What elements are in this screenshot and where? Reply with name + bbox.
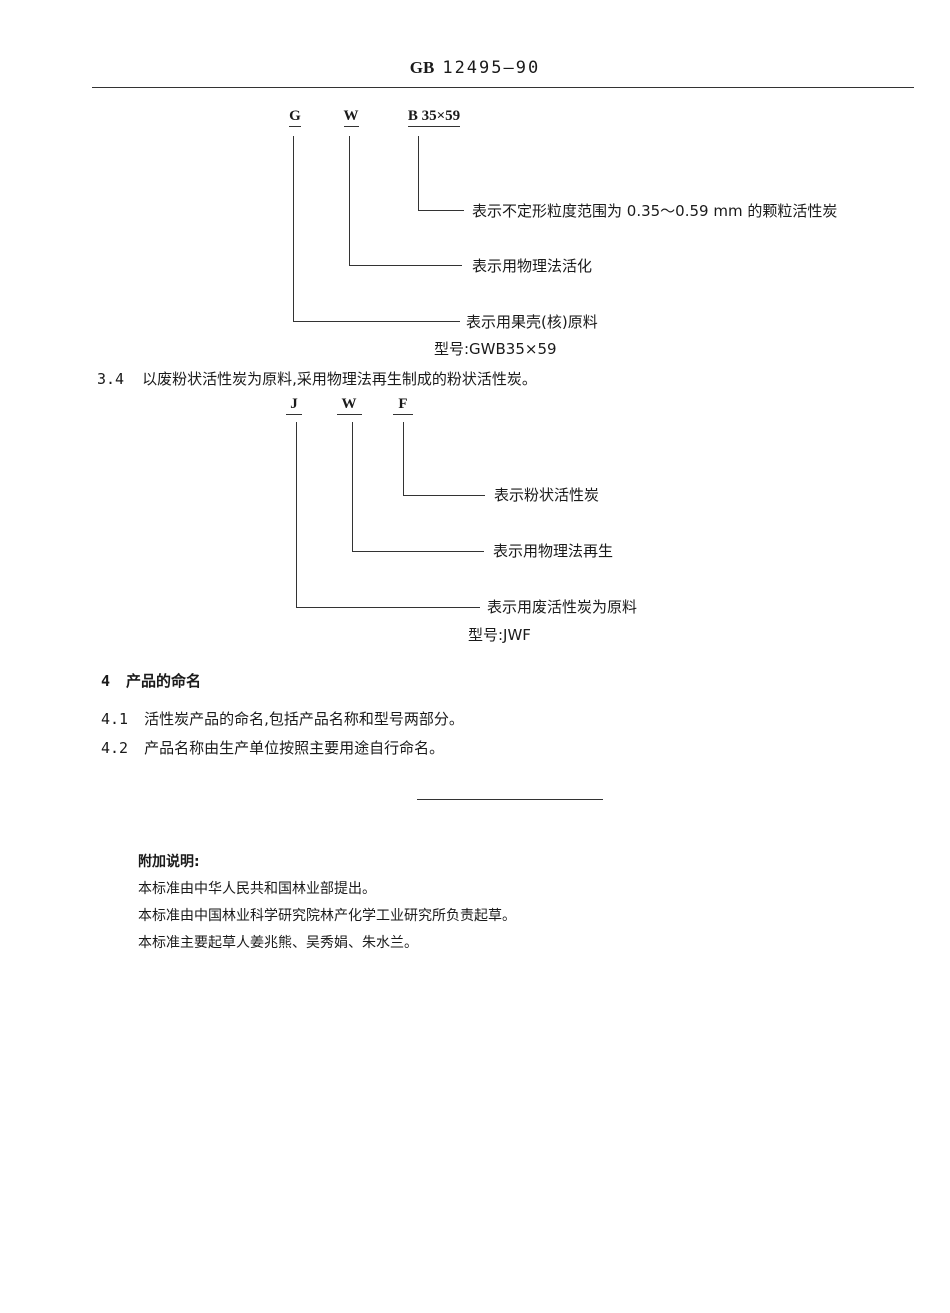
connector-line bbox=[349, 265, 462, 266]
code-b35x59: B 35×59 bbox=[392, 108, 476, 127]
connector-line bbox=[403, 495, 485, 496]
label-particle-size: 表示不定形粒度范围为 0.35～0.59 mm 的颗粒活性炭 bbox=[472, 202, 838, 220]
standard-prefix: GB bbox=[409, 58, 435, 77]
code-f: F bbox=[390, 396, 416, 415]
notes-line: 本标准由中华人民共和国林业部提出。 bbox=[138, 881, 376, 897]
connector-line bbox=[296, 422, 297, 607]
label-spent-carbon-material: 表示用废活性炭为原料 bbox=[487, 598, 638, 616]
label-powdered-carbon: 表示粉状活性炭 bbox=[494, 486, 600, 504]
model-number: 型号:JWF bbox=[468, 626, 531, 644]
label-nutshell-material: 表示用果壳(核)原料 bbox=[466, 313, 598, 331]
connector-line bbox=[418, 210, 464, 211]
code-g: G bbox=[284, 108, 306, 127]
connector-line bbox=[352, 551, 484, 552]
connector-line bbox=[352, 422, 353, 551]
connector-line bbox=[293, 321, 460, 322]
notes-line: 本标准由中国林业科学研究院林产化学工业研究所负责起草。 bbox=[138, 908, 516, 924]
connector-line bbox=[418, 136, 419, 210]
connector-line bbox=[349, 136, 350, 265]
label-physical-activation: 表示用物理法活化 bbox=[472, 257, 593, 275]
end-divider bbox=[417, 799, 603, 800]
connector-line bbox=[296, 607, 480, 608]
notes-line: 本标准主要起草人姜兆熊、吴秀娟、朱水兰。 bbox=[138, 935, 418, 951]
label-physical-regeneration: 表示用物理法再生 bbox=[493, 542, 614, 560]
model-number: 型号:GWB35×59 bbox=[434, 340, 557, 358]
header-rule bbox=[92, 87, 914, 88]
code-w: W bbox=[332, 396, 366, 415]
code-w: W bbox=[336, 108, 366, 127]
page-header: GB 12495—90 bbox=[0, 58, 950, 78]
notes-title: 附加说明: bbox=[138, 854, 200, 870]
standard-number: 12495—90 bbox=[442, 58, 541, 78]
connector-line bbox=[403, 422, 404, 495]
connector-line bbox=[293, 136, 294, 321]
code-j: J bbox=[282, 396, 306, 415]
